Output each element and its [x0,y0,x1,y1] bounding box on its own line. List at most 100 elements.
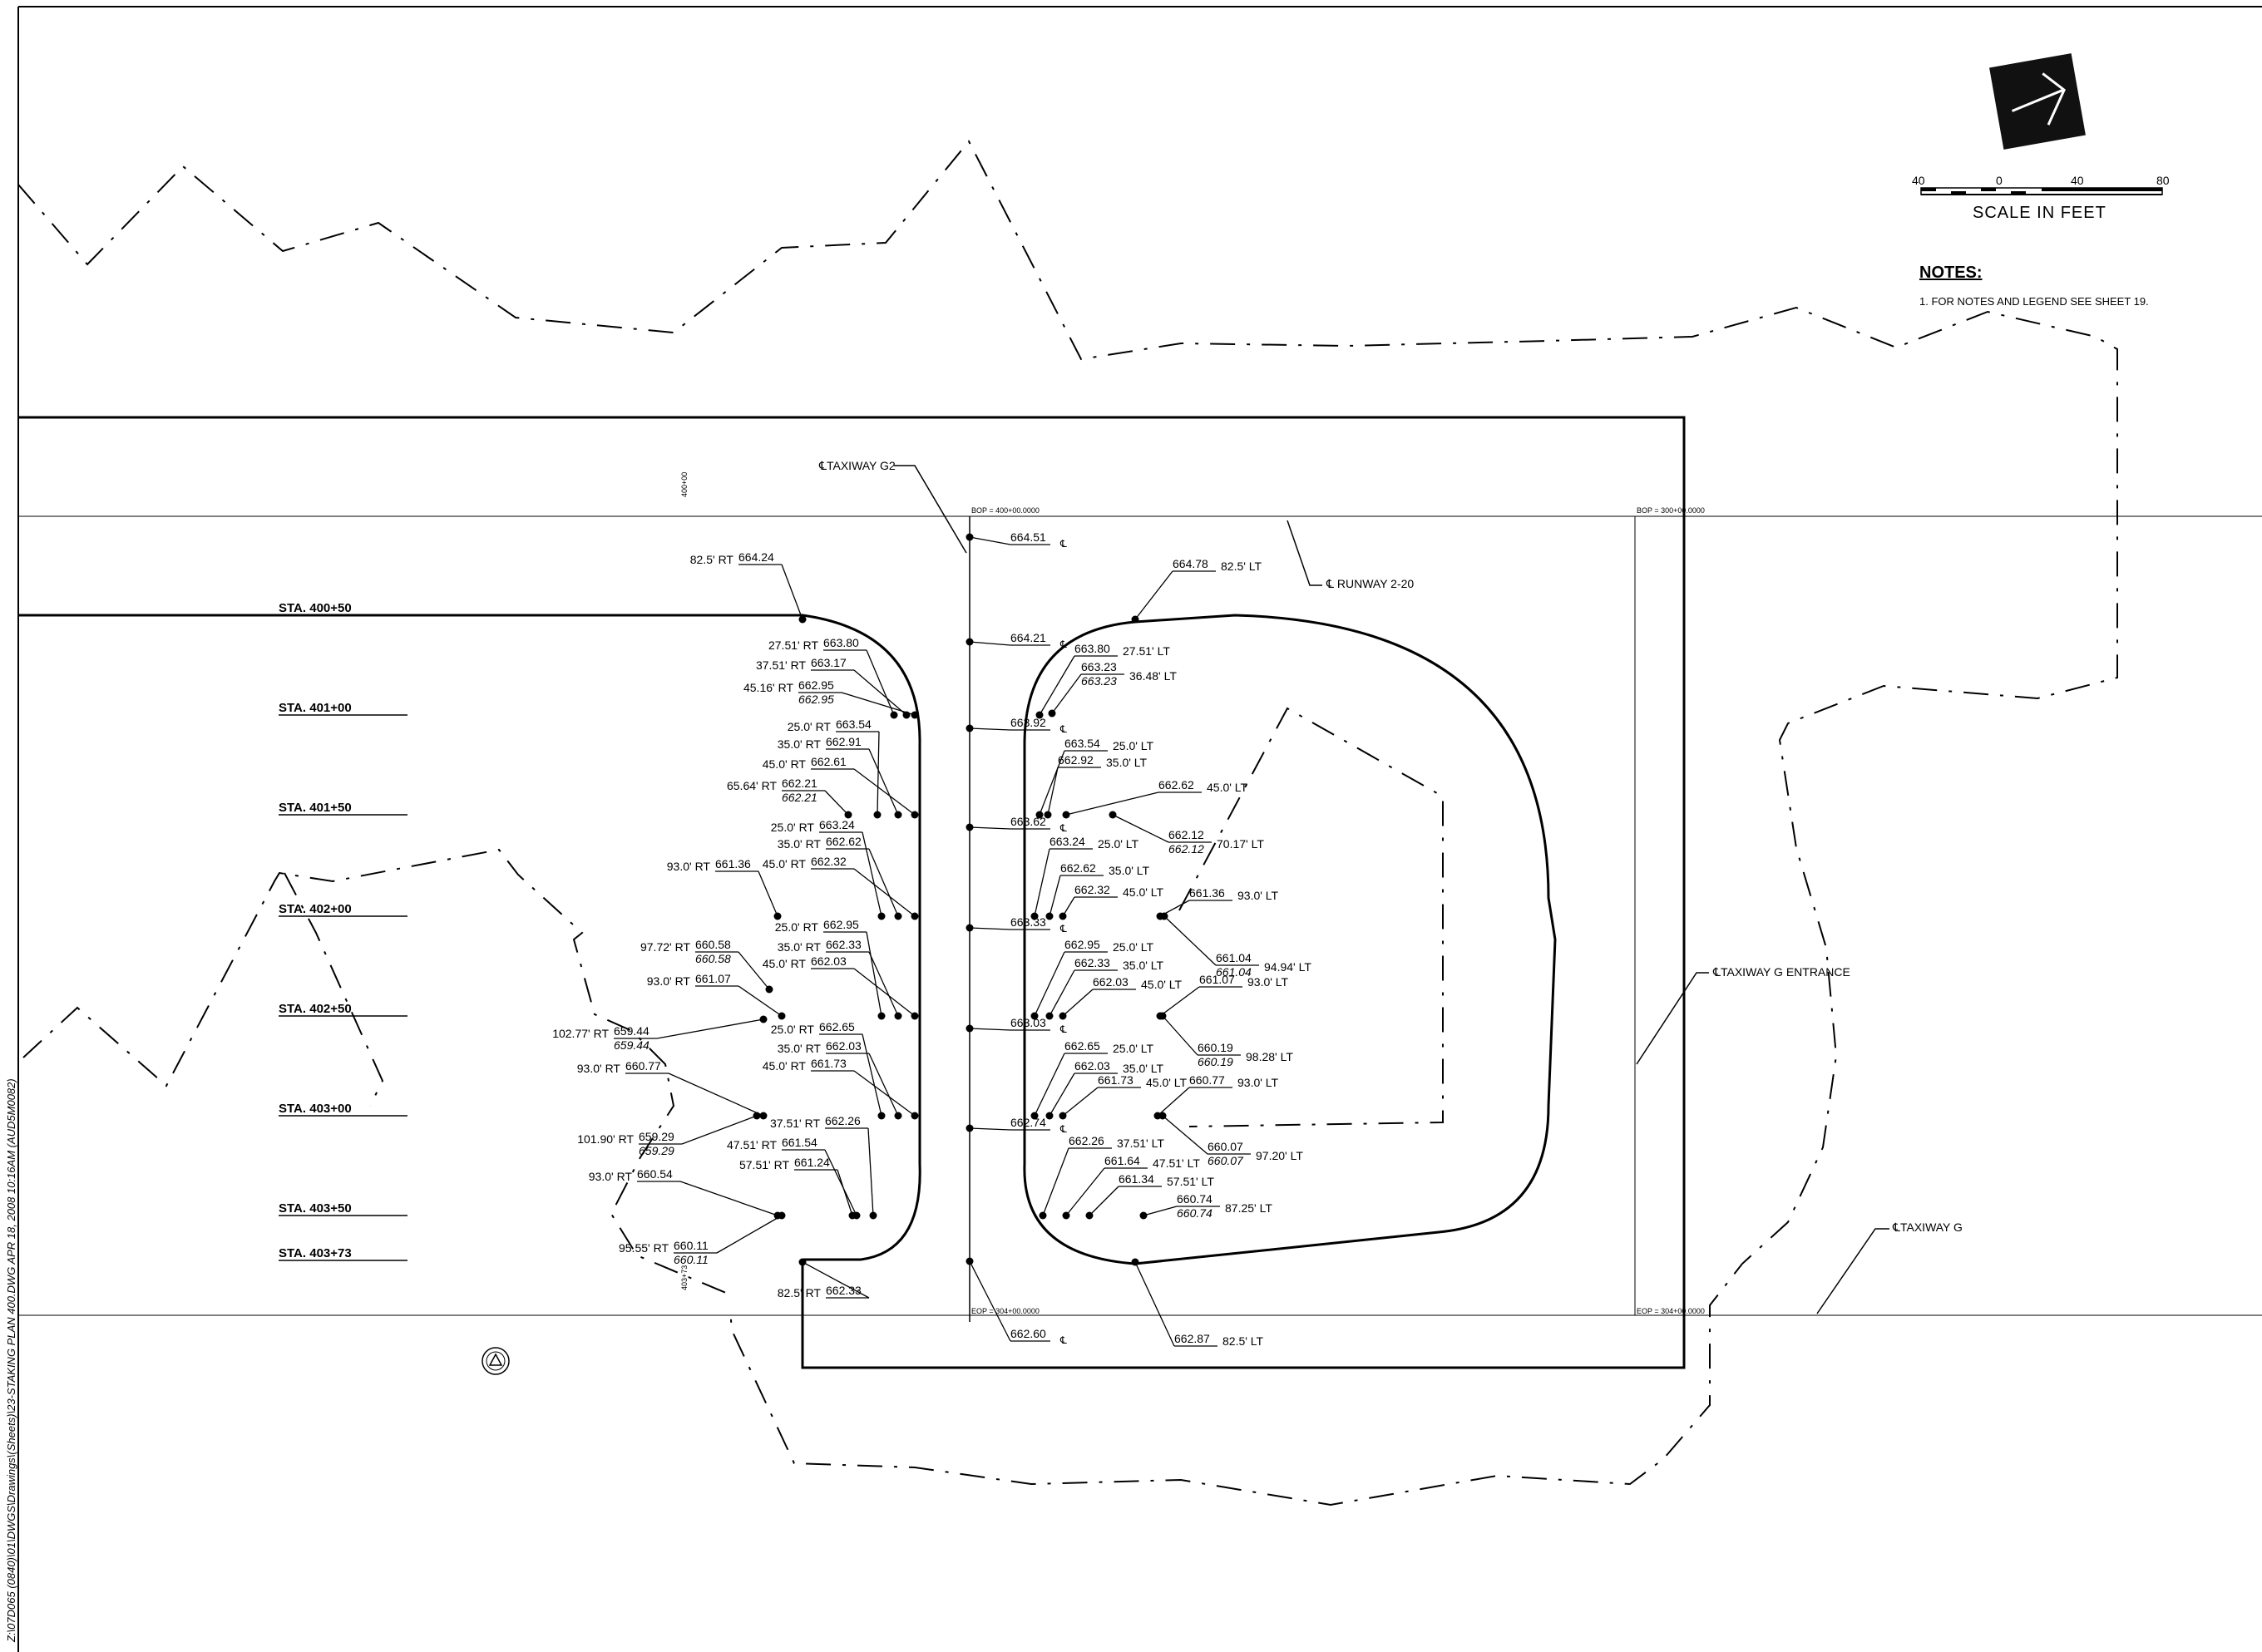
survey-point [877,1012,886,1020]
bop-note: BOP = 300+00.0000 [1637,506,1705,515]
leader-line [969,641,1011,646]
taxiway-g2-label: ℄TAXIWAY G2 [818,459,896,472]
survey-point [1035,811,1044,819]
scale-bar: 40 0 40 80 SCALE IN FEET [1912,174,2170,222]
survey-point [1045,1112,1054,1120]
survey-point [1030,912,1039,920]
elevation-label: 663.17 [811,656,847,669]
survey-point [773,912,782,920]
survey-point [911,912,919,920]
elevation-label: 661.73 [811,1057,847,1070]
leader-line [867,1127,874,1216]
design-elevation-label: 660.11 [674,1253,709,1266]
leader-line [1062,1087,1099,1117]
taxiway-g-label: ℄TAXIWAY G [1892,1221,1963,1234]
offset-label: 82.5' RT [690,553,734,566]
leader-line [1143,1206,1178,1216]
leader-line [1162,1115,1208,1155]
survey-point [869,1211,877,1220]
leader-line [1049,969,1075,1017]
survey-point [966,924,974,932]
leader-line [1049,1073,1075,1117]
survey-point [1158,1112,1167,1120]
leader-line [853,868,916,917]
elevation-label: 663.54 [836,718,872,731]
leader-line [1065,1167,1105,1216]
leader-line [969,1260,1011,1342]
design-elevation-label: 660.07 [1208,1154,1244,1167]
elevation-label: 662.60 [1010,1327,1046,1340]
leader-line [1049,875,1061,917]
leader-line [853,768,916,816]
leader-line [866,649,895,716]
elevation-label: 662.03 [1093,975,1129,989]
offset-label: 35.0' RT [778,1042,822,1055]
offset-label: 25.0' LT [1113,1042,1154,1055]
elevation-label: 662.95 [798,678,834,692]
offset-label: 35.0' RT [778,837,822,851]
elevation-label: 661.07 [695,972,731,985]
survey-point [1160,912,1168,920]
centerline-mark: ℄ [1059,1123,1067,1135]
offset-label: 93.0' RT [589,1170,633,1183]
survey-point [1045,1012,1054,1020]
leader-line [656,1018,764,1039]
leader-line [1047,767,1059,816]
centerline-mark: ℄ [1059,923,1067,934]
survey-point [798,615,807,624]
elevation-label: 663.80 [823,636,859,649]
survey-point [1048,709,1056,718]
offset-label: 35.0' RT [778,940,822,954]
elevation-label: 662.26 [1069,1134,1104,1147]
elevation-label: 664.21 [1010,631,1046,644]
elevation-label: 662.33 [826,1284,862,1297]
offset-label: 93.0' RT [647,974,691,988]
leader-line [1042,1147,1069,1216]
survey-point [966,533,974,541]
elevation-label: 661.07 [1199,973,1235,986]
survey-point [894,1012,902,1020]
station-label: STA. 402+50 [279,1002,352,1016]
leader-line [868,1053,899,1117]
centerline-mark: ℄ [1059,1334,1067,1346]
survey-point [877,912,886,920]
centerline-mark: ℄ [1059,822,1067,834]
elevation-label: 660.77 [1189,1073,1225,1087]
leader-line [1112,814,1169,843]
leader-line [824,790,849,816]
elevation-label: 662.65 [1064,1039,1100,1053]
survey-point [911,811,919,819]
scale-tick-1: 40 [1912,174,1925,187]
leader-line [868,951,899,1017]
station-labels: STA. 400+50 STA. 401+00 STA. 401+50 STA.… [279,601,407,1261]
offset-label: 87.25' LT [1225,1201,1272,1215]
leader-line [969,826,1011,830]
offset-label: 82.5' LT [1221,560,1262,573]
offset-label: 25.0' RT [771,1023,815,1036]
elevation-label: 663.62 [1010,815,1046,828]
elevation-label: 662.26 [825,1114,861,1127]
offset-label: 93.0' LT [1237,889,1279,902]
leader-line [758,870,778,917]
survey-point [966,1124,974,1132]
elevation-label: 662.32 [1074,883,1110,896]
leader-line [1062,989,1094,1017]
offset-label: 102.77' RT [552,1027,609,1040]
leader-line [1034,848,1050,917]
design-elevation-label: 663.23 [1081,674,1117,688]
survey-point [1131,1258,1139,1266]
elevation-label: 659.44 [614,1024,649,1038]
offset-label: 45.0' RT [763,1059,807,1073]
elevation-label: 663.23 [1081,660,1117,673]
eop-note: EOP = 304+00.0000 [1637,1307,1705,1315]
station-label: STA. 401+00 [279,701,352,715]
leader-line [862,831,882,917]
station-label: STA. 403+50 [279,1201,352,1216]
elevation-label: 662.61 [811,755,847,768]
offset-label: 57.51' RT [739,1158,789,1171]
elevation-label: 660.19 [1198,1041,1233,1054]
elevation-label: 662.95 [823,918,859,931]
survey-point [778,1012,786,1020]
offset-label: 45.0' RT [763,957,807,970]
